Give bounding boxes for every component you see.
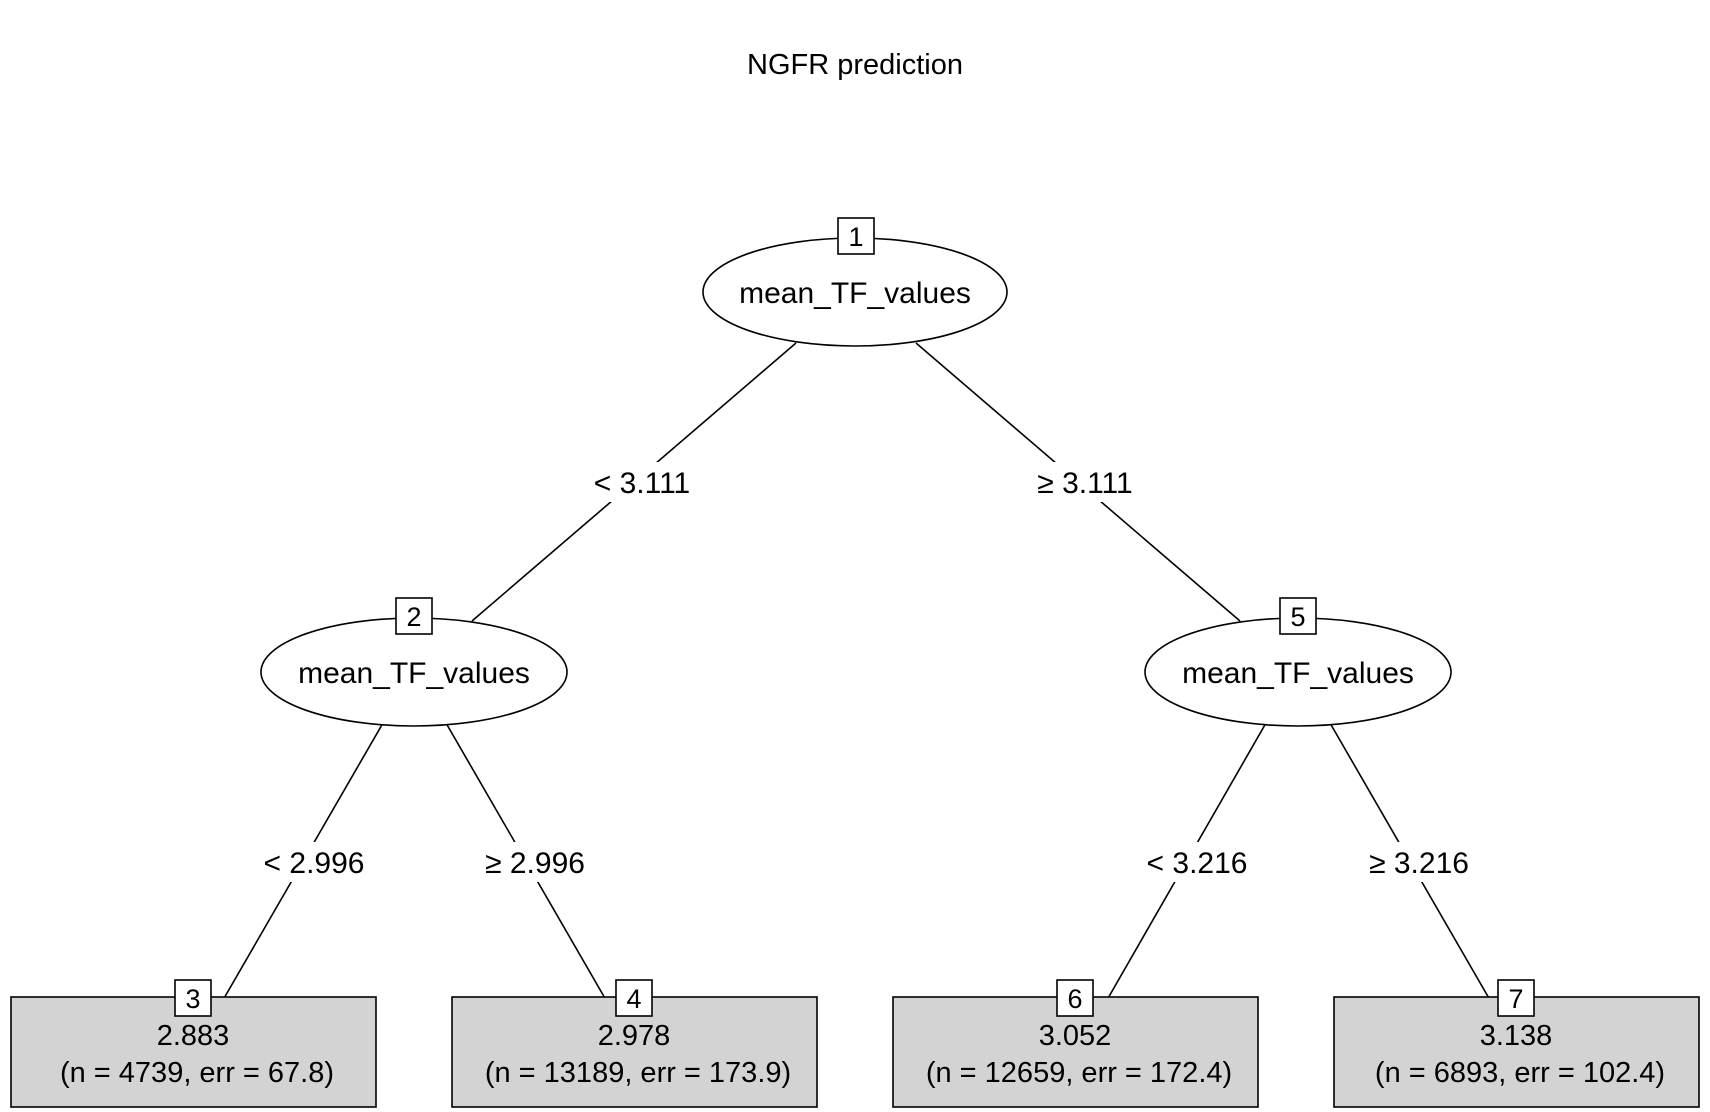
- leaf-node-7: 7 3.138 (n = 6893, err = 102.4): [1333, 979, 1700, 1108]
- inner-node-2: mean_TF_values 2: [260, 597, 568, 727]
- inner-node-1: mean_TF_values 1: [702, 217, 1008, 347]
- leaf-value: 3.138: [1480, 1020, 1553, 1052]
- node-variable-label: mean_TF_values: [298, 657, 530, 690]
- leaf-stats: (n = 13189, err = 173.9): [485, 1057, 791, 1089]
- edge-label-1-5: ≥ 3.111: [1037, 467, 1132, 500]
- node-id: 2: [406, 602, 421, 632]
- inner-node-5: mean_TF_values 5: [1144, 597, 1452, 727]
- node-id: 1: [848, 222, 863, 252]
- edge-labels: < 3.111 ≥ 3.111 < 2.996 ≥ 2.996 < 3.216 …: [258, 462, 1475, 882]
- node-variable-label: mean_TF_values: [739, 277, 971, 310]
- node-id-box: [395, 597, 433, 635]
- node-id: 7: [1508, 984, 1523, 1014]
- leaf-value: 3.052: [1039, 1020, 1112, 1052]
- leaf-value: 2.978: [598, 1020, 671, 1052]
- node-variable-label: mean_TF_values: [1182, 657, 1414, 690]
- diagram-title: NGFR prediction: [747, 49, 963, 81]
- edge-label-5-6: < 3.216: [1147, 847, 1248, 880]
- edge-label-5-7: ≥ 3.216: [1369, 847, 1469, 880]
- node-id-box: [174, 979, 212, 1017]
- edge-label-2-3: < 2.996: [264, 847, 365, 880]
- edge-label-2-4: ≥ 2.996: [485, 847, 585, 880]
- node-id: 3: [185, 984, 200, 1014]
- node-id-box: [837, 217, 875, 255]
- node-id-box: [1497, 979, 1535, 1017]
- leaf-stats: (n = 12659, err = 172.4): [926, 1057, 1232, 1089]
- leaf-stats: (n = 4739, err = 67.8): [60, 1057, 334, 1089]
- node-id: 4: [626, 984, 641, 1014]
- leaf-node-6: 6 3.052 (n = 12659, err = 172.4): [892, 979, 1259, 1108]
- node-id-box: [1056, 979, 1094, 1017]
- node-id: 6: [1067, 984, 1082, 1014]
- node-id-box: [1279, 597, 1317, 635]
- leaf-node-4: 4 2.978 (n = 13189, err = 173.9): [451, 979, 818, 1108]
- edge-label-1-2: < 3.111: [594, 467, 690, 500]
- leaf-stats: (n = 6893, err = 102.4): [1375, 1057, 1665, 1089]
- node-id-box: [615, 979, 653, 1017]
- node-id: 5: [1290, 602, 1305, 632]
- leaf-value: 2.883: [157, 1020, 230, 1052]
- leaf-node-3: 3 2.883 (n = 4739, err = 67.8): [10, 979, 377, 1108]
